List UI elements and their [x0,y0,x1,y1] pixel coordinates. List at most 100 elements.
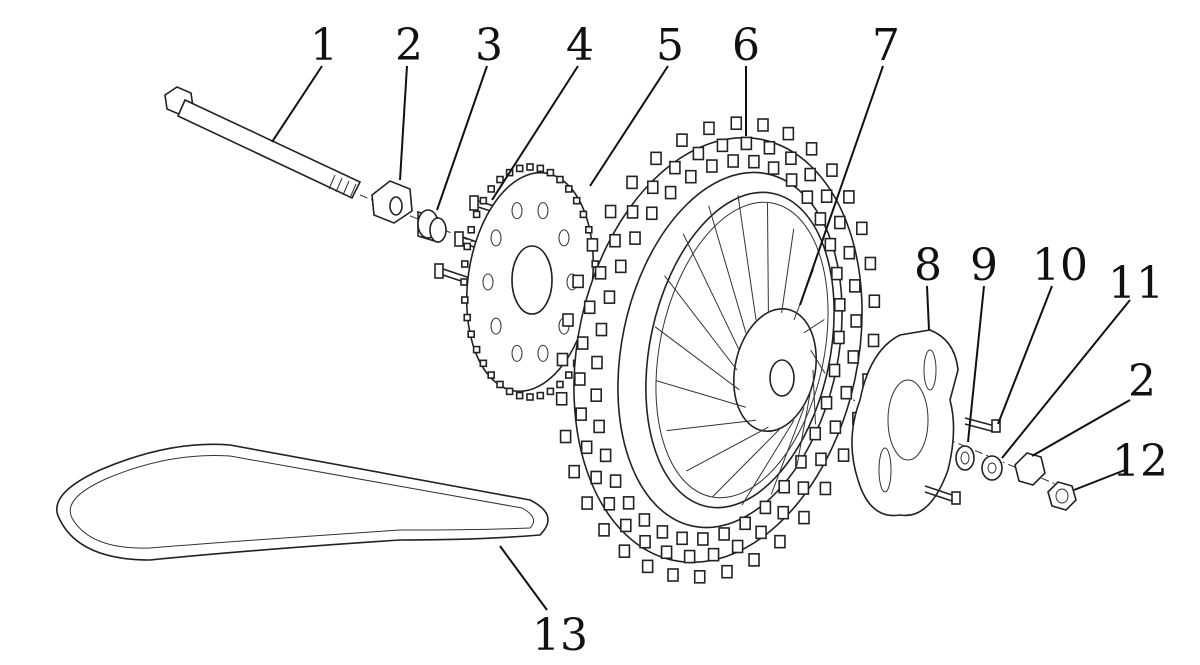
tire-knob [692,146,705,161]
spoke [770,407,805,495]
tire-knob [757,118,769,132]
tire-knob [739,516,751,531]
tire-knob [641,559,654,574]
nut-part-right [1014,452,1046,486]
tire-knob [820,189,833,204]
label-bearing: 9 [970,240,998,291]
tire-knob [590,470,602,485]
sprocket-hole [482,273,494,291]
tire-knob [778,479,790,494]
label-axle-nut: 12 [1112,436,1168,487]
sprocket-tooth [472,345,481,354]
sprocket-tooth [461,296,469,304]
sprocket-tooth [556,175,564,184]
sprocket-tooth [460,278,468,286]
tire-knob [777,505,790,520]
sprocket-tooth [479,359,488,368]
spoke [654,326,740,391]
label-tire: 6 [732,20,760,71]
leader-lines [271,65,1131,611]
tire-knob [834,215,846,230]
label-disc-bolt: 10 [1032,240,1088,291]
tire-knob [795,455,807,469]
tire-knob [638,513,651,527]
tire-knob [707,547,720,562]
tire-knob [718,527,730,541]
tire-knob [603,290,616,304]
sprocket-tooth [536,164,545,173]
tire-knob [646,206,658,221]
label-chain: 13 [532,610,588,661]
sprocket-hole [558,229,570,247]
label-sprocket: 5 [656,20,684,71]
spoke [766,203,769,313]
tire-knob [599,448,612,463]
tire-knob [669,160,681,175]
tire-knob [555,391,568,406]
tire-knob [614,259,627,274]
tire-knob [683,549,696,564]
tire-knob [562,313,574,327]
tire-knob [575,407,587,421]
tire-knob [843,190,855,204]
tire-knob [856,221,868,236]
spoke [810,349,826,374]
tire-knob [782,126,795,141]
tire-knob [574,372,586,386]
sprocket-hole [511,202,523,220]
tire-knob [667,568,679,582]
rim-part [645,191,835,509]
sprocket-tooth [505,387,514,396]
sprocket-tooth [487,185,496,193]
tire-knob [798,510,810,525]
tire-knob [656,525,669,539]
tire-knob [867,333,880,348]
tire-knob [833,298,846,312]
spoke [796,389,812,467]
sprocket-tooth [546,168,555,177]
tire-knob [646,180,659,195]
sprocket-tooth [579,210,588,219]
label-spacer: 3 [475,20,503,71]
sprocket-tooth [467,330,475,339]
spoke [666,419,757,432]
sprocket-hole [490,317,502,335]
sprocket-tooth [526,393,534,401]
sprocket-tooth [536,391,545,400]
tire-knob [622,496,635,510]
tire-knob [868,294,881,309]
tire-knob [590,388,603,402]
spoke [686,426,769,472]
tire-knob [837,448,850,462]
sprocket-hole [490,229,502,247]
spoke [682,233,740,351]
tire-knob [730,116,743,131]
tire-knob [727,154,739,168]
tire-knob [609,474,622,488]
tire-knob [603,496,616,511]
sprocket-tooth [515,391,524,400]
tire-knob [609,233,621,248]
sprocket-tooth [487,371,496,379]
tire-knob [801,190,814,204]
tire-knob [828,363,841,378]
sprocket-tooth [564,371,573,379]
tire-knob [774,534,786,549]
tire-knob [748,553,760,567]
tire-knob [626,205,639,219]
spoke [655,380,747,408]
tire-knob [664,185,677,200]
spoke [712,426,782,498]
tire-knob [721,564,733,579]
tire-knob [706,159,718,173]
sprocket-tooth [585,225,593,234]
sprocket-tooth [479,196,488,205]
sprocket-tooth [463,313,472,322]
tire-knob [576,336,589,350]
spoke [708,205,747,333]
sprocket-tooth [515,164,524,173]
tire-knob [763,140,776,155]
spoke [664,275,738,371]
